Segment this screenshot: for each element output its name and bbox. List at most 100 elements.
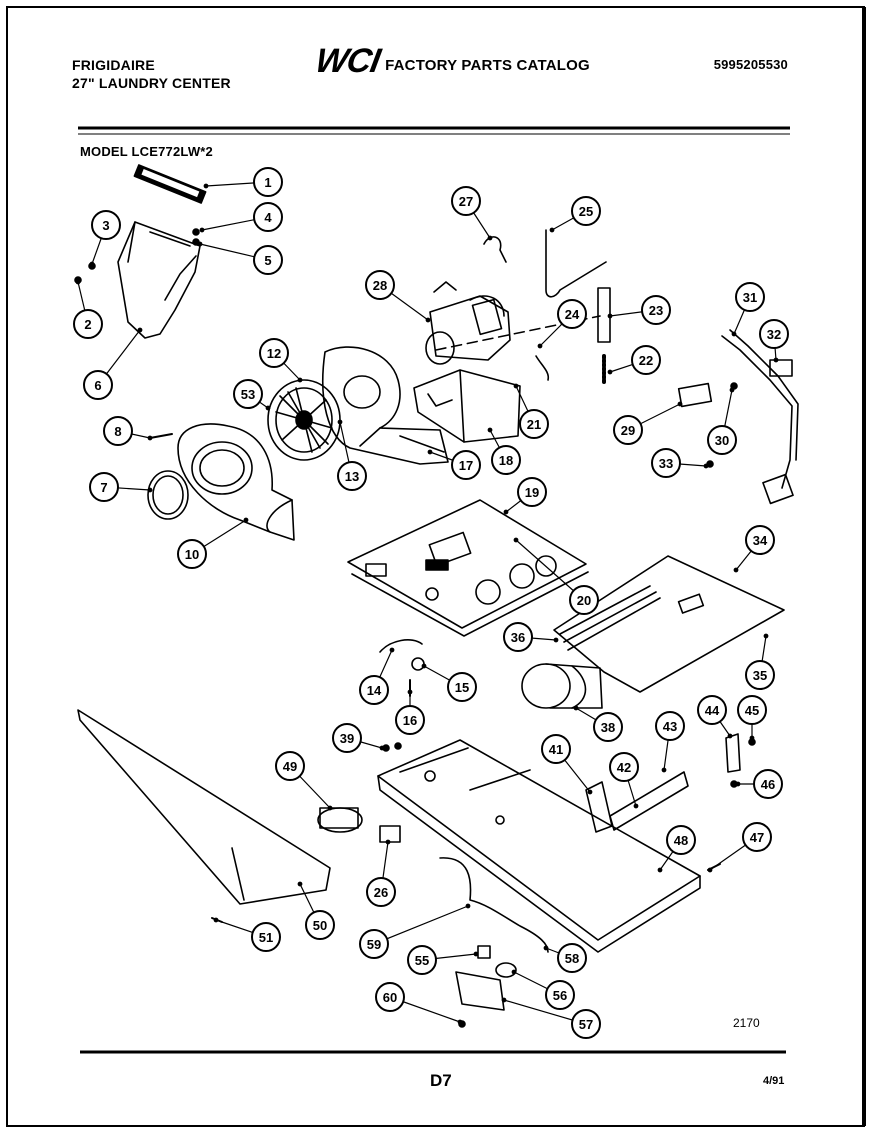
callout-pointer — [407, 689, 413, 695]
callout-pointer — [379, 745, 385, 751]
callout-bubble — [571, 196, 601, 226]
motor-mount-part — [413, 369, 521, 443]
callout-pointer — [147, 487, 153, 493]
callout-leader — [373, 905, 469, 945]
callout-number: 4 — [264, 210, 272, 225]
callout-23: 23 — [641, 295, 671, 325]
callout-34: 34 — [745, 525, 775, 555]
callout-pointer — [511, 969, 517, 975]
callout-bubble — [519, 409, 549, 439]
callout-number: 15 — [455, 680, 469, 695]
lint-filter-part — [133, 164, 207, 204]
callout-bubble — [753, 769, 783, 799]
callout-bubble — [593, 712, 623, 742]
callout-bubble — [517, 477, 547, 507]
callout-bubble — [631, 345, 661, 375]
callout-pointer — [501, 997, 507, 1003]
callout-number: 44 — [705, 703, 720, 718]
drum-support-part — [553, 555, 785, 693]
callout-number: 28 — [373, 278, 387, 293]
callout-number: 16 — [403, 713, 417, 728]
power-cord-part — [721, 329, 799, 505]
callout-pointer — [513, 383, 519, 389]
callout-bubble — [557, 943, 587, 973]
callout-16: 16 — [395, 705, 425, 735]
brand-block: FRIGIDAIRE 27" LAUNDRY CENTER — [72, 56, 231, 92]
callout-number: 8 — [114, 424, 121, 439]
callout-number: 26 — [374, 885, 388, 900]
callout-bubble — [305, 910, 335, 940]
callout-number: 24 — [565, 307, 580, 322]
callout-pointer — [729, 387, 735, 393]
callout-bubble — [359, 929, 389, 959]
callout-bubble — [491, 445, 521, 475]
callout-pointer — [549, 227, 555, 233]
callout-leader — [515, 539, 585, 601]
callout-number: 25 — [579, 204, 593, 219]
wiring-harness-part — [439, 857, 549, 953]
callout-24: 24 — [557, 299, 587, 329]
callout-number: 57 — [579, 1017, 593, 1032]
callout-pointer — [727, 733, 733, 739]
callout-12: 12 — [259, 338, 289, 368]
callout-bubble — [742, 822, 772, 852]
callout-18: 18 — [491, 445, 521, 475]
callout-pointer — [733, 567, 739, 573]
callout-51: 51 — [251, 922, 281, 952]
callout-60: 60 — [375, 982, 405, 1012]
blower-wheel-part — [267, 379, 341, 461]
callout-number: 36 — [511, 630, 525, 645]
callout-bubble — [251, 922, 281, 952]
callout-19: 19 — [517, 477, 547, 507]
callout-pointer — [75, 279, 81, 285]
callout-pointer — [587, 789, 593, 795]
callout-pointer — [421, 663, 427, 669]
callout-bubble — [557, 299, 587, 329]
callout-pointer — [197, 241, 203, 247]
callout-pointer — [213, 917, 219, 923]
callout-bubble — [451, 186, 481, 216]
callout-bubble — [545, 980, 575, 1010]
callout-number: 55 — [415, 953, 429, 968]
callout-number: 1 — [264, 175, 271, 190]
callout-pointer — [327, 805, 333, 811]
callout-pointer — [147, 435, 153, 441]
callout-pointer — [457, 1019, 463, 1025]
callout-pointer — [199, 227, 205, 233]
callout-44: 44 — [697, 695, 727, 725]
callout-bubble — [332, 723, 362, 753]
callout-pointer — [389, 647, 395, 653]
callout-10: 10 — [177, 539, 207, 569]
catalog-title: FACTORY PARTS CATALOG — [385, 56, 590, 74]
callout-bubble — [83, 370, 113, 400]
callout-20: 20 — [569, 585, 599, 615]
callout-4: 4 — [253, 202, 283, 232]
callout-49: 49 — [275, 751, 305, 781]
callout-number: 3 — [102, 218, 109, 233]
small-block-part — [379, 825, 401, 843]
callout-bubble — [337, 461, 367, 491]
callout-pointer — [677, 401, 683, 407]
callout-pointer — [537, 343, 543, 349]
callout-pointer — [243, 517, 249, 523]
callout-number: 49 — [283, 759, 297, 774]
callout-number: 14 — [367, 683, 382, 698]
callout-bubble — [759, 319, 789, 349]
callout-number: 41 — [549, 742, 563, 757]
heater-housing-part — [521, 663, 603, 709]
callout-pointer — [773, 357, 779, 363]
callout-pointer — [487, 235, 493, 241]
callout-bubble — [737, 695, 767, 725]
catalog-number: 5995205530 — [713, 57, 788, 72]
callout-pointer — [763, 633, 769, 639]
callout-pointer — [513, 537, 519, 543]
callout-bubble — [569, 585, 599, 615]
callout-number: 20 — [577, 593, 591, 608]
callout-35: 35 — [745, 660, 775, 690]
callout-26: 26 — [366, 877, 396, 907]
callout-5: 5 — [253, 245, 283, 275]
callout-43: 43 — [655, 711, 685, 741]
callout-number: 7 — [100, 480, 107, 495]
callout-pointer — [553, 637, 559, 643]
callout-number: 27 — [459, 194, 473, 209]
